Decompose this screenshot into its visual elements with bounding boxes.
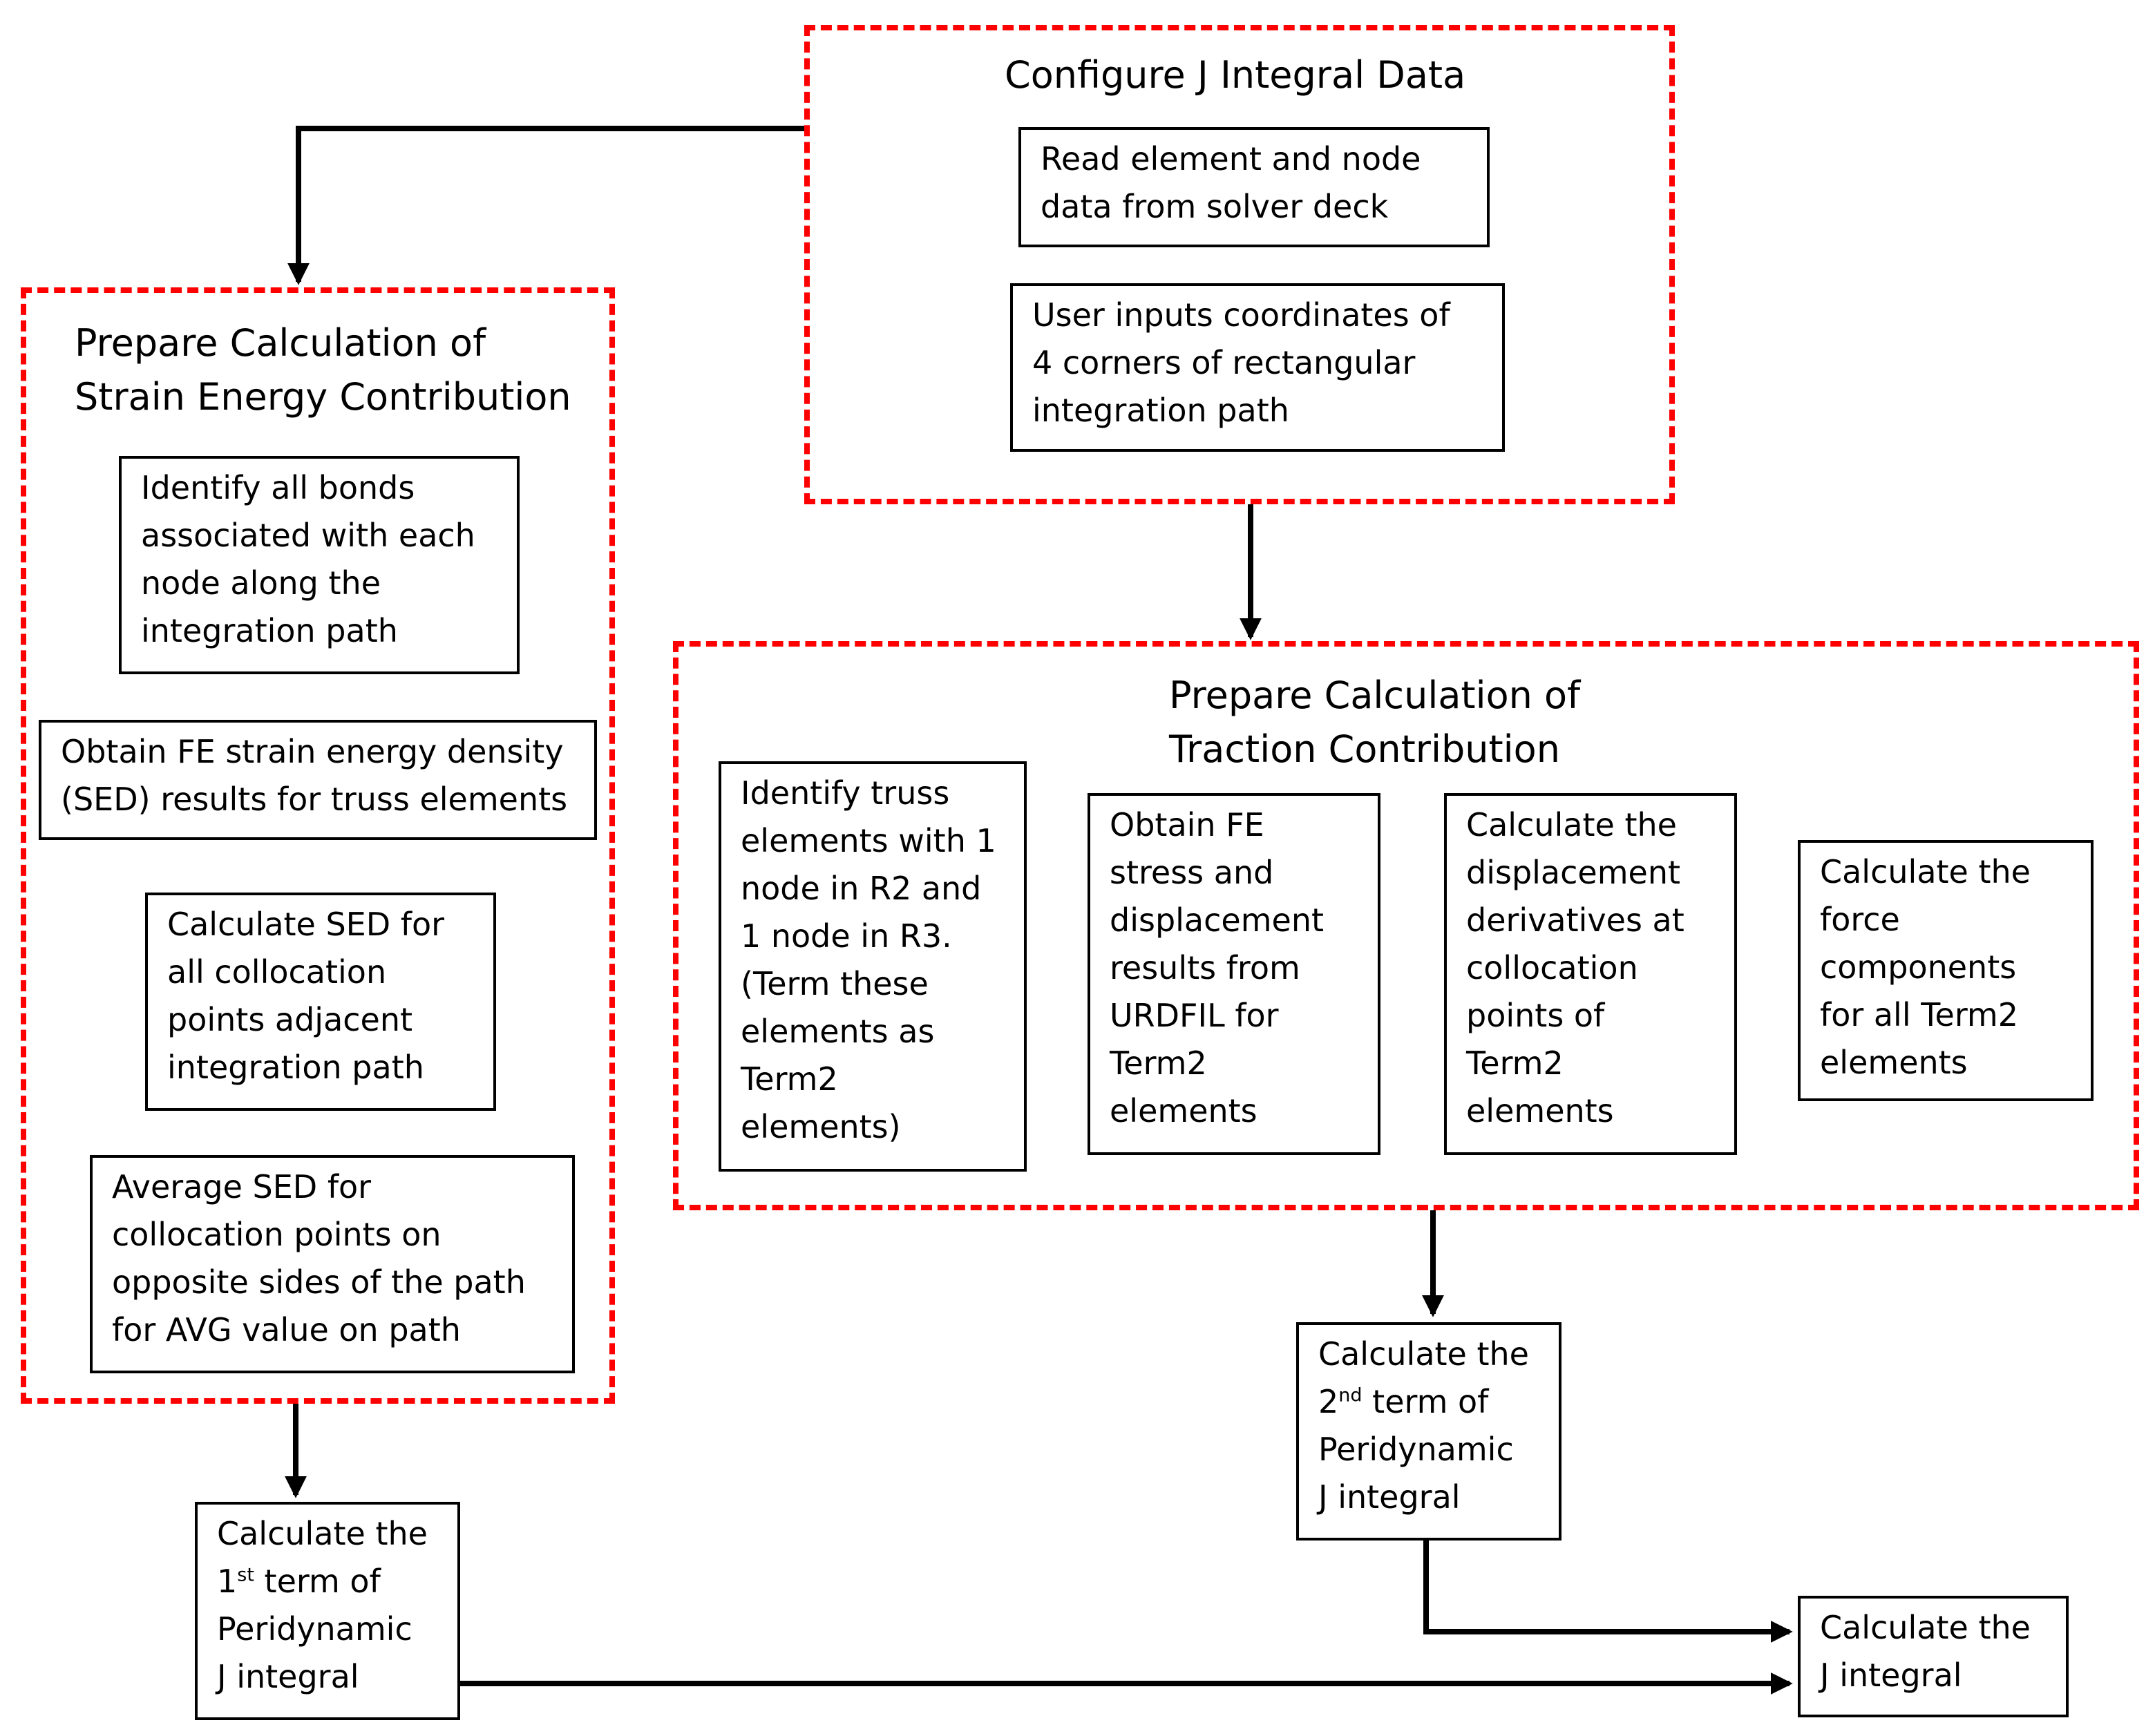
- avg-sed-box: Average SED for collocation points on op…: [90, 1155, 575, 1373]
- term2-ordinal-suffix: nd: [1338, 1384, 1363, 1406]
- arrow-configure-to-strain: [287, 126, 808, 285]
- term1-line1: Calculate the: [217, 1515, 428, 1552]
- term1-box: Calculate the 1st term of Peridynamic J …: [195, 1502, 460, 1720]
- term2-line3: Peridynamic: [1318, 1431, 1514, 1468]
- term2-term-of: term of: [1362, 1383, 1489, 1420]
- identify-truss-box: Identify truss elements with 1 node in R…: [719, 761, 1027, 1172]
- term2-ordinal: 2: [1318, 1383, 1339, 1420]
- user-inputs-box: User inputs coordinates of 4 corners of …: [1010, 283, 1505, 452]
- read-data-box: Read element and node data from solver d…: [1018, 127, 1490, 247]
- calc-sed-box: Calculate SED for all collocation points…: [145, 893, 496, 1111]
- traction-group: [673, 641, 2139, 1210]
- obtain-sed-box: Obtain FE strain energy density (SED) re…: [39, 720, 597, 840]
- term1-term-of: term of: [254, 1563, 381, 1600]
- term2-line2: 2nd term of: [1318, 1378, 1539, 1426]
- configure-group: [804, 25, 1675, 504]
- calc-derivatives-box: Calculate the displacement derivatives a…: [1444, 793, 1737, 1155]
- term1-ordinal: 1: [217, 1563, 238, 1600]
- identify-bonds-box: Identify all bonds associated with each …: [119, 456, 520, 674]
- calc-force-box: Calculate the force components for all T…: [1798, 840, 2094, 1101]
- term2-line1: Calculate the: [1318, 1335, 1529, 1373]
- term1-ordinal-suffix: st: [237, 1564, 254, 1586]
- term1-line4: J integral: [217, 1658, 359, 1695]
- configure-title: Configure J Integral Data: [1005, 53, 1466, 97]
- strain-energy-group: [21, 287, 615, 1404]
- final-j-integral-box: Calculate the J integral: [1798, 1596, 2069, 1717]
- term1-line3: Peridynamic: [217, 1610, 412, 1648]
- term1-line2: 1st term of: [217, 1558, 438, 1605]
- arrow-term2-to-final: [1423, 1539, 1793, 1643]
- traction-title: Prepare Calculation of Traction Contribu…: [1169, 674, 1581, 771]
- term2-box: Calculate the 2nd term of Peridynamic J …: [1296, 1322, 1561, 1541]
- strain-energy-title: Prepare Calculation of Strain Energy Con…: [75, 321, 571, 419]
- term2-line4: J integral: [1318, 1478, 1461, 1516]
- obtain-stress-box: Obtain FE stress and displacement result…: [1088, 793, 1380, 1155]
